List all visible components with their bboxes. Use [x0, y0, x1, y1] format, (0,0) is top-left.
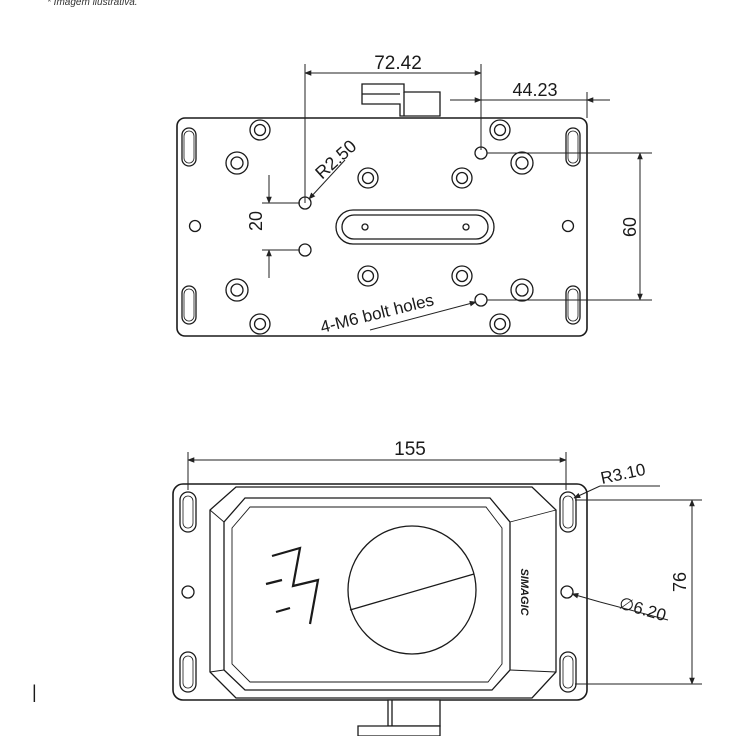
- center-slot: [335, 209, 495, 245]
- motor-circle: [347, 525, 477, 655]
- side-hole: [561, 219, 575, 233]
- illustrative-caption: * Imagem ilustrativa.: [47, 0, 138, 8]
- dim-r3-10: R3.10: [599, 460, 647, 488]
- front-plate: [172, 483, 588, 701]
- top-view: [176, 83, 588, 337]
- dim-155: 155: [394, 439, 426, 460]
- dim-76: 76: [670, 572, 690, 592]
- slot: [181, 285, 197, 325]
- side-marker: |: [32, 682, 37, 702]
- slot: [562, 655, 574, 689]
- top-view-dimensions: [262, 64, 652, 331]
- housing-inner: [223, 497, 511, 691]
- bottom-connector: [357, 699, 441, 736]
- slot: [567, 130, 579, 164]
- front-view: [172, 483, 588, 736]
- side-hole: [560, 585, 574, 599]
- top-plate: [176, 117, 588, 337]
- front-view-dimensions: [187, 452, 702, 685]
- brand-text: SIMAGIC: [518, 568, 530, 616]
- slot: [559, 491, 577, 533]
- countersunk-holes: [225, 119, 534, 335]
- slot: [179, 491, 197, 533]
- slot: [181, 127, 197, 167]
- dim-44-23: 44.23: [512, 80, 557, 100]
- dim-20: 20: [246, 211, 266, 231]
- dim-60: 60: [620, 217, 640, 237]
- slot: [567, 288, 579, 322]
- dim-72-42: 72.42: [374, 53, 422, 74]
- brand-logo-icon: [265, 546, 320, 625]
- dim-diameter-6-20: ∅6.20: [617, 594, 668, 625]
- slot: [562, 495, 574, 529]
- slot: [565, 127, 581, 167]
- slot: [179, 651, 197, 693]
- center-slot-inner: [341, 214, 489, 240]
- slot: [182, 495, 194, 529]
- top-connector: [361, 83, 441, 117]
- side-hole: [188, 219, 202, 233]
- slot: [183, 130, 195, 164]
- slot: [182, 655, 194, 689]
- slot: [183, 288, 195, 322]
- side-hole: [181, 585, 195, 599]
- slot: [565, 285, 581, 325]
- slot: [559, 651, 577, 693]
- housing-outer: [209, 486, 557, 699]
